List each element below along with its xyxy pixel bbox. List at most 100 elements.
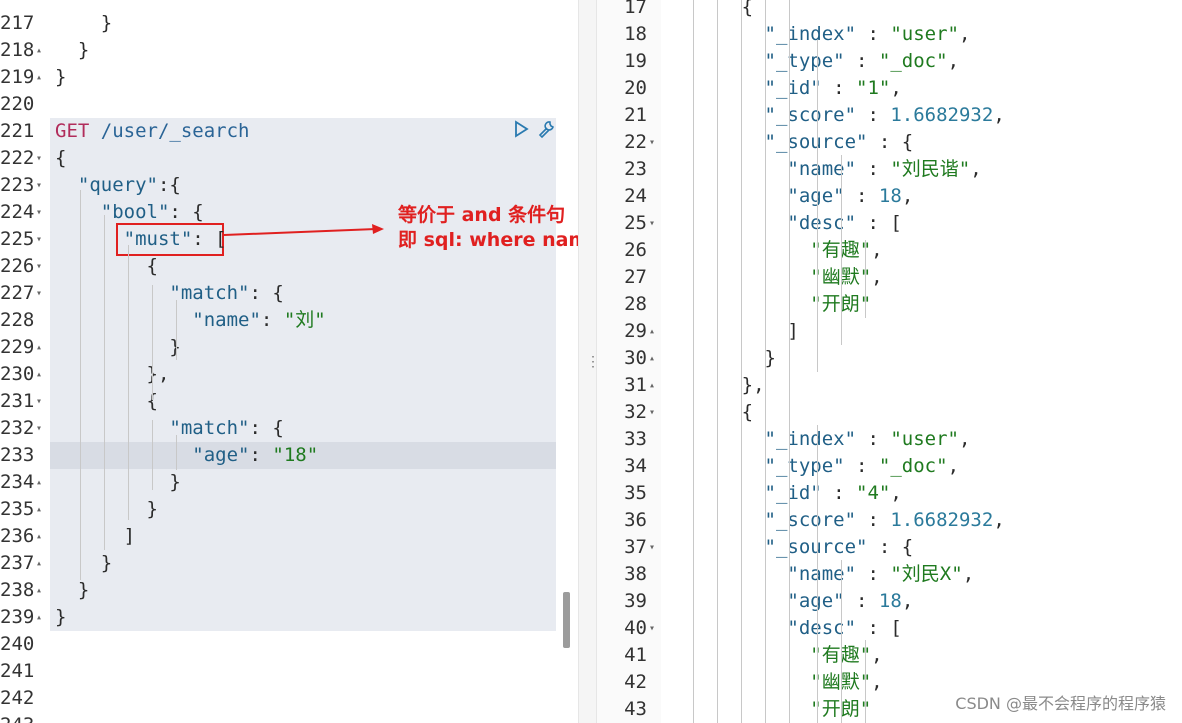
code-token: 1.6682932	[890, 509, 994, 531]
fold-toggle-icon[interactable]: ▾	[36, 288, 43, 299]
code-token: : {	[249, 417, 284, 439]
fold-toggle-icon[interactable]: ▾	[36, 261, 43, 272]
code-line: {	[55, 145, 66, 172]
code-token: :	[856, 23, 891, 45]
code-token: {	[55, 390, 158, 412]
unfold-toggle-icon[interactable]: ▴	[36, 72, 43, 83]
code-token: : [	[192, 228, 227, 250]
unfold-toggle-icon[interactable]: ▴	[36, 531, 43, 542]
line-number: 19	[624, 50, 647, 72]
line-number: 222	[0, 147, 35, 169]
code-token	[673, 617, 787, 639]
line-number: 237	[0, 552, 35, 574]
unfold-toggle-icon[interactable]: ▴	[36, 342, 43, 353]
code-line: "_source" : {	[673, 129, 914, 156]
fold-toggle-icon[interactable]: ▾	[649, 137, 656, 148]
code-line: "match": {	[55, 415, 284, 442]
code-token: :	[844, 50, 879, 72]
unfold-toggle-icon[interactable]: ▴	[36, 369, 43, 380]
code-token: }	[673, 347, 776, 369]
line-number: 229	[0, 336, 35, 358]
drag-handle-icon[interactable]: ⋮	[586, 354, 597, 370]
unfold-toggle-icon[interactable]: ▴	[36, 504, 43, 515]
code-token: "_index"	[764, 428, 857, 450]
play-icon[interactable]	[512, 119, 530, 139]
indent-guide	[176, 435, 177, 470]
line-number: 38	[624, 563, 647, 585]
code-token: ,	[871, 644, 883, 666]
code-line: "有趣",	[673, 237, 882, 264]
code-token: "match"	[169, 417, 250, 439]
line-number: 242	[0, 687, 35, 709]
code-token: ]	[673, 320, 799, 342]
fold-toggle-icon[interactable]: ▾	[36, 423, 43, 434]
code-line: "_score" : 1.6682932,	[673, 507, 1005, 534]
line-number: 30	[624, 347, 647, 369]
code-token: ,	[901, 185, 914, 207]
code-token: :	[844, 590, 879, 612]
fold-toggle-icon[interactable]: ▾	[649, 218, 656, 229]
code-token: "user"	[890, 23, 959, 45]
line-number: 223	[0, 174, 35, 196]
code-token: {	[55, 147, 67, 169]
unfold-toggle-icon[interactable]: ▴	[36, 585, 43, 596]
code-token: ,	[959, 23, 971, 45]
fold-toggle-icon[interactable]: ▾	[36, 234, 43, 245]
code-line: }	[673, 345, 776, 372]
code-line: "开朗"	[673, 291, 871, 318]
fold-toggle-icon[interactable]: ▾	[36, 207, 43, 218]
code-token: 18	[878, 185, 902, 207]
line-number-gutter	[597, 0, 661, 723]
code-token: ,	[901, 590, 914, 612]
fold-toggle-icon[interactable]: ▾	[649, 407, 656, 418]
code-token: "bool"	[100, 201, 170, 223]
code-token: "_score"	[764, 104, 857, 126]
code-token	[673, 509, 765, 531]
unfold-toggle-icon[interactable]: ▴	[36, 612, 43, 623]
code-line: }	[55, 577, 89, 604]
code-token: :	[856, 563, 891, 585]
unfold-toggle-icon[interactable]: ▴	[36, 45, 43, 56]
line-number: 32	[624, 401, 647, 423]
code-token: :	[844, 455, 879, 477]
wrench-icon[interactable]	[537, 119, 555, 139]
code-token	[55, 444, 192, 466]
line-number: 226	[0, 255, 35, 277]
code-line: },	[673, 372, 765, 399]
unfold-toggle-icon[interactable]: ▴	[36, 477, 43, 488]
line-number: 219	[0, 66, 35, 88]
annotation-highlight-box	[116, 223, 224, 256]
line-number: 241	[0, 660, 35, 682]
code-token	[55, 174, 78, 196]
scrollbar[interactable]	[563, 592, 570, 648]
unfold-toggle-icon[interactable]: ▴	[649, 353, 656, 364]
code-token: }	[55, 66, 67, 88]
fold-toggle-icon[interactable]: ▾	[36, 180, 43, 191]
code-token: }	[55, 498, 158, 520]
unfold-toggle-icon[interactable]: ▴	[649, 380, 656, 391]
code-token: :	[821, 77, 857, 99]
unfold-toggle-icon[interactable]: ▴	[36, 558, 43, 569]
code-line: "name": "刘"	[55, 307, 325, 334]
code-line: "desc" : [	[673, 210, 901, 237]
fold-toggle-icon[interactable]: ▾	[36, 396, 43, 407]
indent-guide	[765, 0, 766, 723]
code-line: "_index" : "user",	[673, 21, 971, 48]
unfold-toggle-icon[interactable]: ▴	[649, 326, 656, 337]
fold-toggle-icon[interactable]: ▾	[649, 542, 656, 553]
fold-toggle-icon[interactable]: ▾	[36, 153, 43, 164]
code-token: "刘民谐"	[890, 158, 971, 180]
code-line: "age": "18"	[55, 442, 318, 469]
code-line: "有趣",	[673, 642, 883, 669]
response-viewer[interactable]: 17 {18 "_index" : "user",19 "_type" : "_…	[596, 0, 1182, 723]
code-line: {	[673, 0, 753, 21]
fold-toggle-icon[interactable]: ▾	[649, 623, 656, 634]
pane-splitter[interactable]: ⋮	[578, 0, 597, 723]
code-line: "_type" : "_doc",	[673, 48, 960, 75]
code-token: "有趣"	[810, 239, 872, 261]
code-line: GET /user/_search	[55, 118, 250, 145]
code-token: :	[844, 185, 879, 207]
indent-guide	[717, 0, 718, 723]
code-token: "_type"	[764, 455, 845, 477]
